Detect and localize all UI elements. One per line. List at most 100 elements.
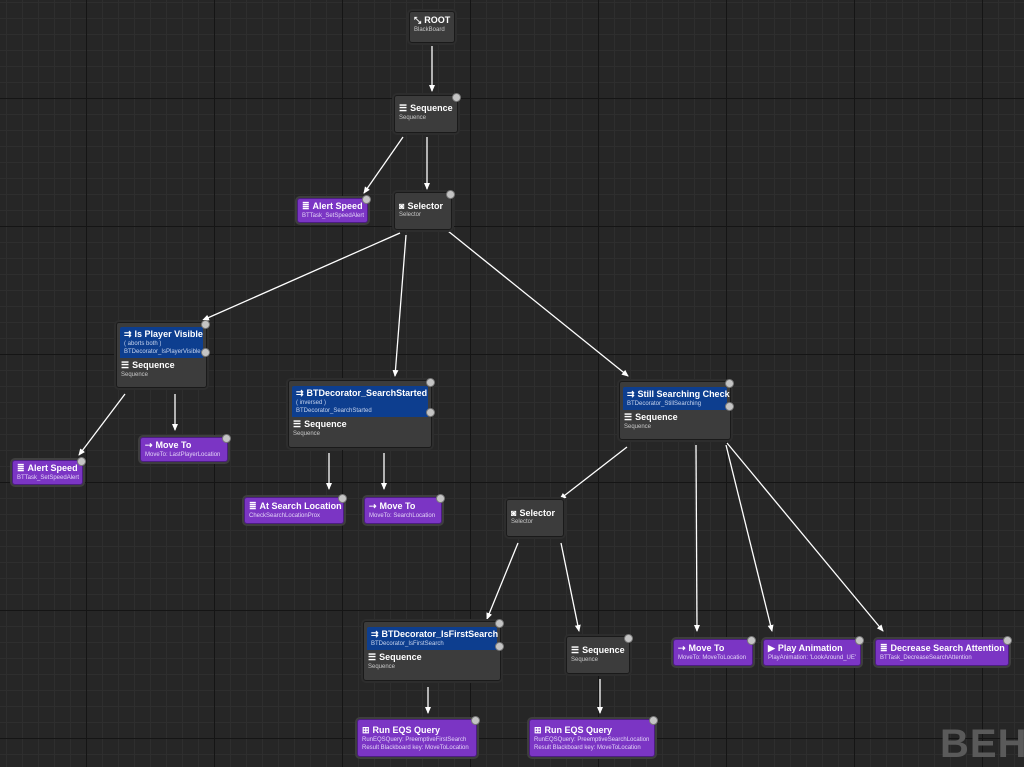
eqs-icon: ⊞: [534, 725, 542, 735]
at-search-location-title: At Search Location: [259, 501, 342, 511]
edge-still-decrease: [726, 442, 884, 632]
edge-selector-searchstarted: [392, 234, 407, 377]
sequence-top-sub: Sequence: [399, 115, 427, 121]
is-first-search-seq-sub: Sequence: [368, 664, 396, 670]
output-pin[interactable]: [338, 494, 347, 503]
search-started-aborts: ( inversed ): [296, 400, 327, 406]
selector-node-sub[interactable]: ◙Selector Selector: [506, 499, 564, 537]
search-started-node[interactable]: ⇉BTDecorator_SearchStarted ( inversed ) …: [288, 378, 435, 448]
output-pin[interactable]: [446, 190, 455, 199]
move-to-location-sub: MoveTo: MoveToLocation: [678, 655, 747, 661]
decorator-pin[interactable]: [426, 408, 435, 417]
run-eqs-search-task[interactable]: ⊞Run EQS Query RunEQSQuery: PreemptiveSe…: [529, 716, 658, 757]
decorator-pin[interactable]: [495, 642, 504, 651]
decorator-header[interactable]: ⇉Still Searching Check BTDecorator_Still…: [623, 387, 730, 410]
selector-sub-title: Selector: [519, 508, 555, 518]
output-pin[interactable]: [452, 93, 461, 102]
still-searching-node[interactable]: ⇉Still Searching Check BTDecorator_Still…: [619, 379, 734, 440]
sequence-icon: ☰: [399, 103, 408, 113]
decorator-header[interactable]: ⇉BTDecorator_SearchStarted ( inversed ) …: [292, 386, 428, 417]
sequence-node-small[interactable]: ☰Sequence Sequence: [566, 634, 633, 674]
alert-speed-left-sub: BTTask_SetSpeedAlert: [17, 475, 80, 481]
selector-icon: ◙: [399, 201, 405, 211]
output-pin[interactable]: [495, 619, 504, 628]
search-started-seq-sub: Sequence: [293, 431, 321, 437]
play-animation-sub: PlayAnimation: 'LookAround_UE': [768, 655, 857, 661]
alert-speed-task-left[interactable]: ≣Alert Speed BTTask_SetSpeedAlert: [12, 457, 86, 485]
alert-speed-left-title: Alert Speed: [27, 463, 78, 473]
search-started-title: BTDecorator_SearchStarted: [306, 388, 428, 398]
selector-main-sub: Selector: [399, 212, 422, 218]
output-pin[interactable]: [362, 195, 371, 204]
play-animation-title: Play Animation: [777, 643, 843, 653]
edge-still-selector: [559, 446, 628, 500]
move-to-last-sub: MoveTo: LastPlayerLocation: [145, 452, 221, 458]
eqs-search-sub2: Result Blackboard key: MoveToLocation: [534, 745, 641, 751]
sequence-icon: ☰: [624, 412, 633, 422]
behavior-watermark: BEHA: [940, 722, 1024, 766]
output-pin[interactable]: [436, 494, 445, 503]
alert-speed-top-sub: BTTask_SetSpeedAlert: [302, 213, 365, 219]
is-first-search-title: BTDecorator_IsFirstSearch: [381, 629, 499, 639]
selector-icon: ◙: [511, 508, 517, 518]
at-search-location-task[interactable]: ≣At Search Location CheckSearchLocationP…: [244, 494, 347, 524]
move-to-last-task[interactable]: ⇢Move To MoveTo: LastPlayerLocation: [140, 434, 231, 462]
output-pin[interactable]: [222, 434, 231, 443]
output-pin[interactable]: [747, 636, 756, 645]
decrease-attention-title: Decrease Search Attention: [890, 643, 1005, 653]
move-to-location-title: Move To: [688, 643, 725, 653]
output-pin[interactable]: [1003, 636, 1012, 645]
search-started-seq-title: Sequence: [304, 419, 347, 429]
is-player-visible-aborts: ( aborts both ): [124, 341, 162, 347]
root-icon: ⤡: [414, 15, 422, 25]
edge-selector-visible: [202, 232, 401, 321]
output-pin[interactable]: [201, 320, 210, 329]
eqs-icon: ⊞: [362, 725, 370, 735]
eqs-first-title: Run EQS Query: [372, 725, 441, 735]
decrease-attention-sub: BTTask_DecreaseSearchAttention: [880, 655, 972, 661]
selector-main-title: Selector: [407, 201, 443, 211]
still-searching-sub: BTDecorator_StillSearching: [627, 401, 702, 407]
output-pin[interactable]: [624, 634, 633, 643]
decorator-pin[interactable]: [725, 402, 734, 411]
run-eqs-first-task[interactable]: ⊞Run EQS Query RunEQSQuery: PreemptiveFi…: [357, 716, 480, 757]
task-icon: ≣: [302, 201, 310, 211]
output-pin[interactable]: [649, 716, 658, 725]
still-searching-seq-title: Sequence: [635, 412, 678, 422]
decorator-pin[interactable]: [201, 348, 210, 357]
sequence-node-top[interactable]: ☰Sequence Sequence: [394, 93, 461, 133]
is-player-visible-title: Is Player Visible: [134, 329, 203, 339]
root-node[interactable]: ⤡ROOT BlackBoard: [409, 11, 455, 43]
eqs-search-sub: RunEQSQuery: PreemptiveSearchLocation: [534, 737, 650, 743]
decorator-icon: ⇉: [627, 389, 635, 399]
move-to-search-task[interactable]: ⇢Move To MoveTo: SearchLocation: [364, 494, 445, 524]
alert-speed-top-title: Alert Speed: [312, 201, 363, 211]
decorator-header[interactable]: ⇉BTDecorator_IsFirstSearch BTDecorator_I…: [367, 627, 499, 650]
selector-sub-sub: Selector: [511, 519, 534, 525]
move-to-location-task[interactable]: ⇢Move To MoveTo: MoveToLocation: [673, 636, 756, 666]
move-to-last-title: Move To: [155, 440, 192, 450]
selector-node-main[interactable]: ◙Selector Selector: [394, 190, 455, 230]
edge-still-playanim: [725, 444, 774, 632]
decorator-header[interactable]: ⇉Is Player Visible ( aborts both ) BTDec…: [120, 327, 203, 358]
is-player-visible-node[interactable]: ⇉Is Player Visible ( aborts both ) BTDec…: [116, 320, 210, 388]
output-pin[interactable]: [426, 378, 435, 387]
eqs-search-title: Run EQS Query: [544, 725, 613, 735]
still-searching-seq-sub: Sequence: [624, 424, 652, 430]
at-search-location-sub: CheckSearchLocationProx: [249, 513, 321, 519]
sequence-top-title: Sequence: [410, 103, 453, 113]
output-pin[interactable]: [855, 636, 864, 645]
edge-selector-still: [447, 230, 629, 377]
edge-visible-alert: [78, 393, 126, 456]
is-first-search-node[interactable]: ⇉BTDecorator_IsFirstSearch BTDecorator_I…: [363, 619, 504, 681]
play-animation-task[interactable]: ▶Play Animation PlayAnimation: 'LookArou…: [763, 636, 864, 666]
output-pin[interactable]: [725, 379, 734, 388]
output-pin[interactable]: [471, 716, 480, 725]
decrease-search-attention-task[interactable]: ≣Decrease Search Attention BTTask_Decrea…: [875, 636, 1012, 666]
alert-speed-task-top[interactable]: ≣Alert Speed BTTask_SetSpeedAlert: [297, 195, 371, 223]
is-first-search-sub: BTDecorator_IsFirstSearch: [371, 641, 444, 647]
output-pin[interactable]: [77, 457, 86, 466]
is-player-visible-seq-sub: Sequence: [121, 372, 149, 378]
is-player-visible-sub: BTDecorator_IsPlayerVisible: [124, 349, 201, 355]
edge-sequence-alert: [363, 136, 404, 194]
